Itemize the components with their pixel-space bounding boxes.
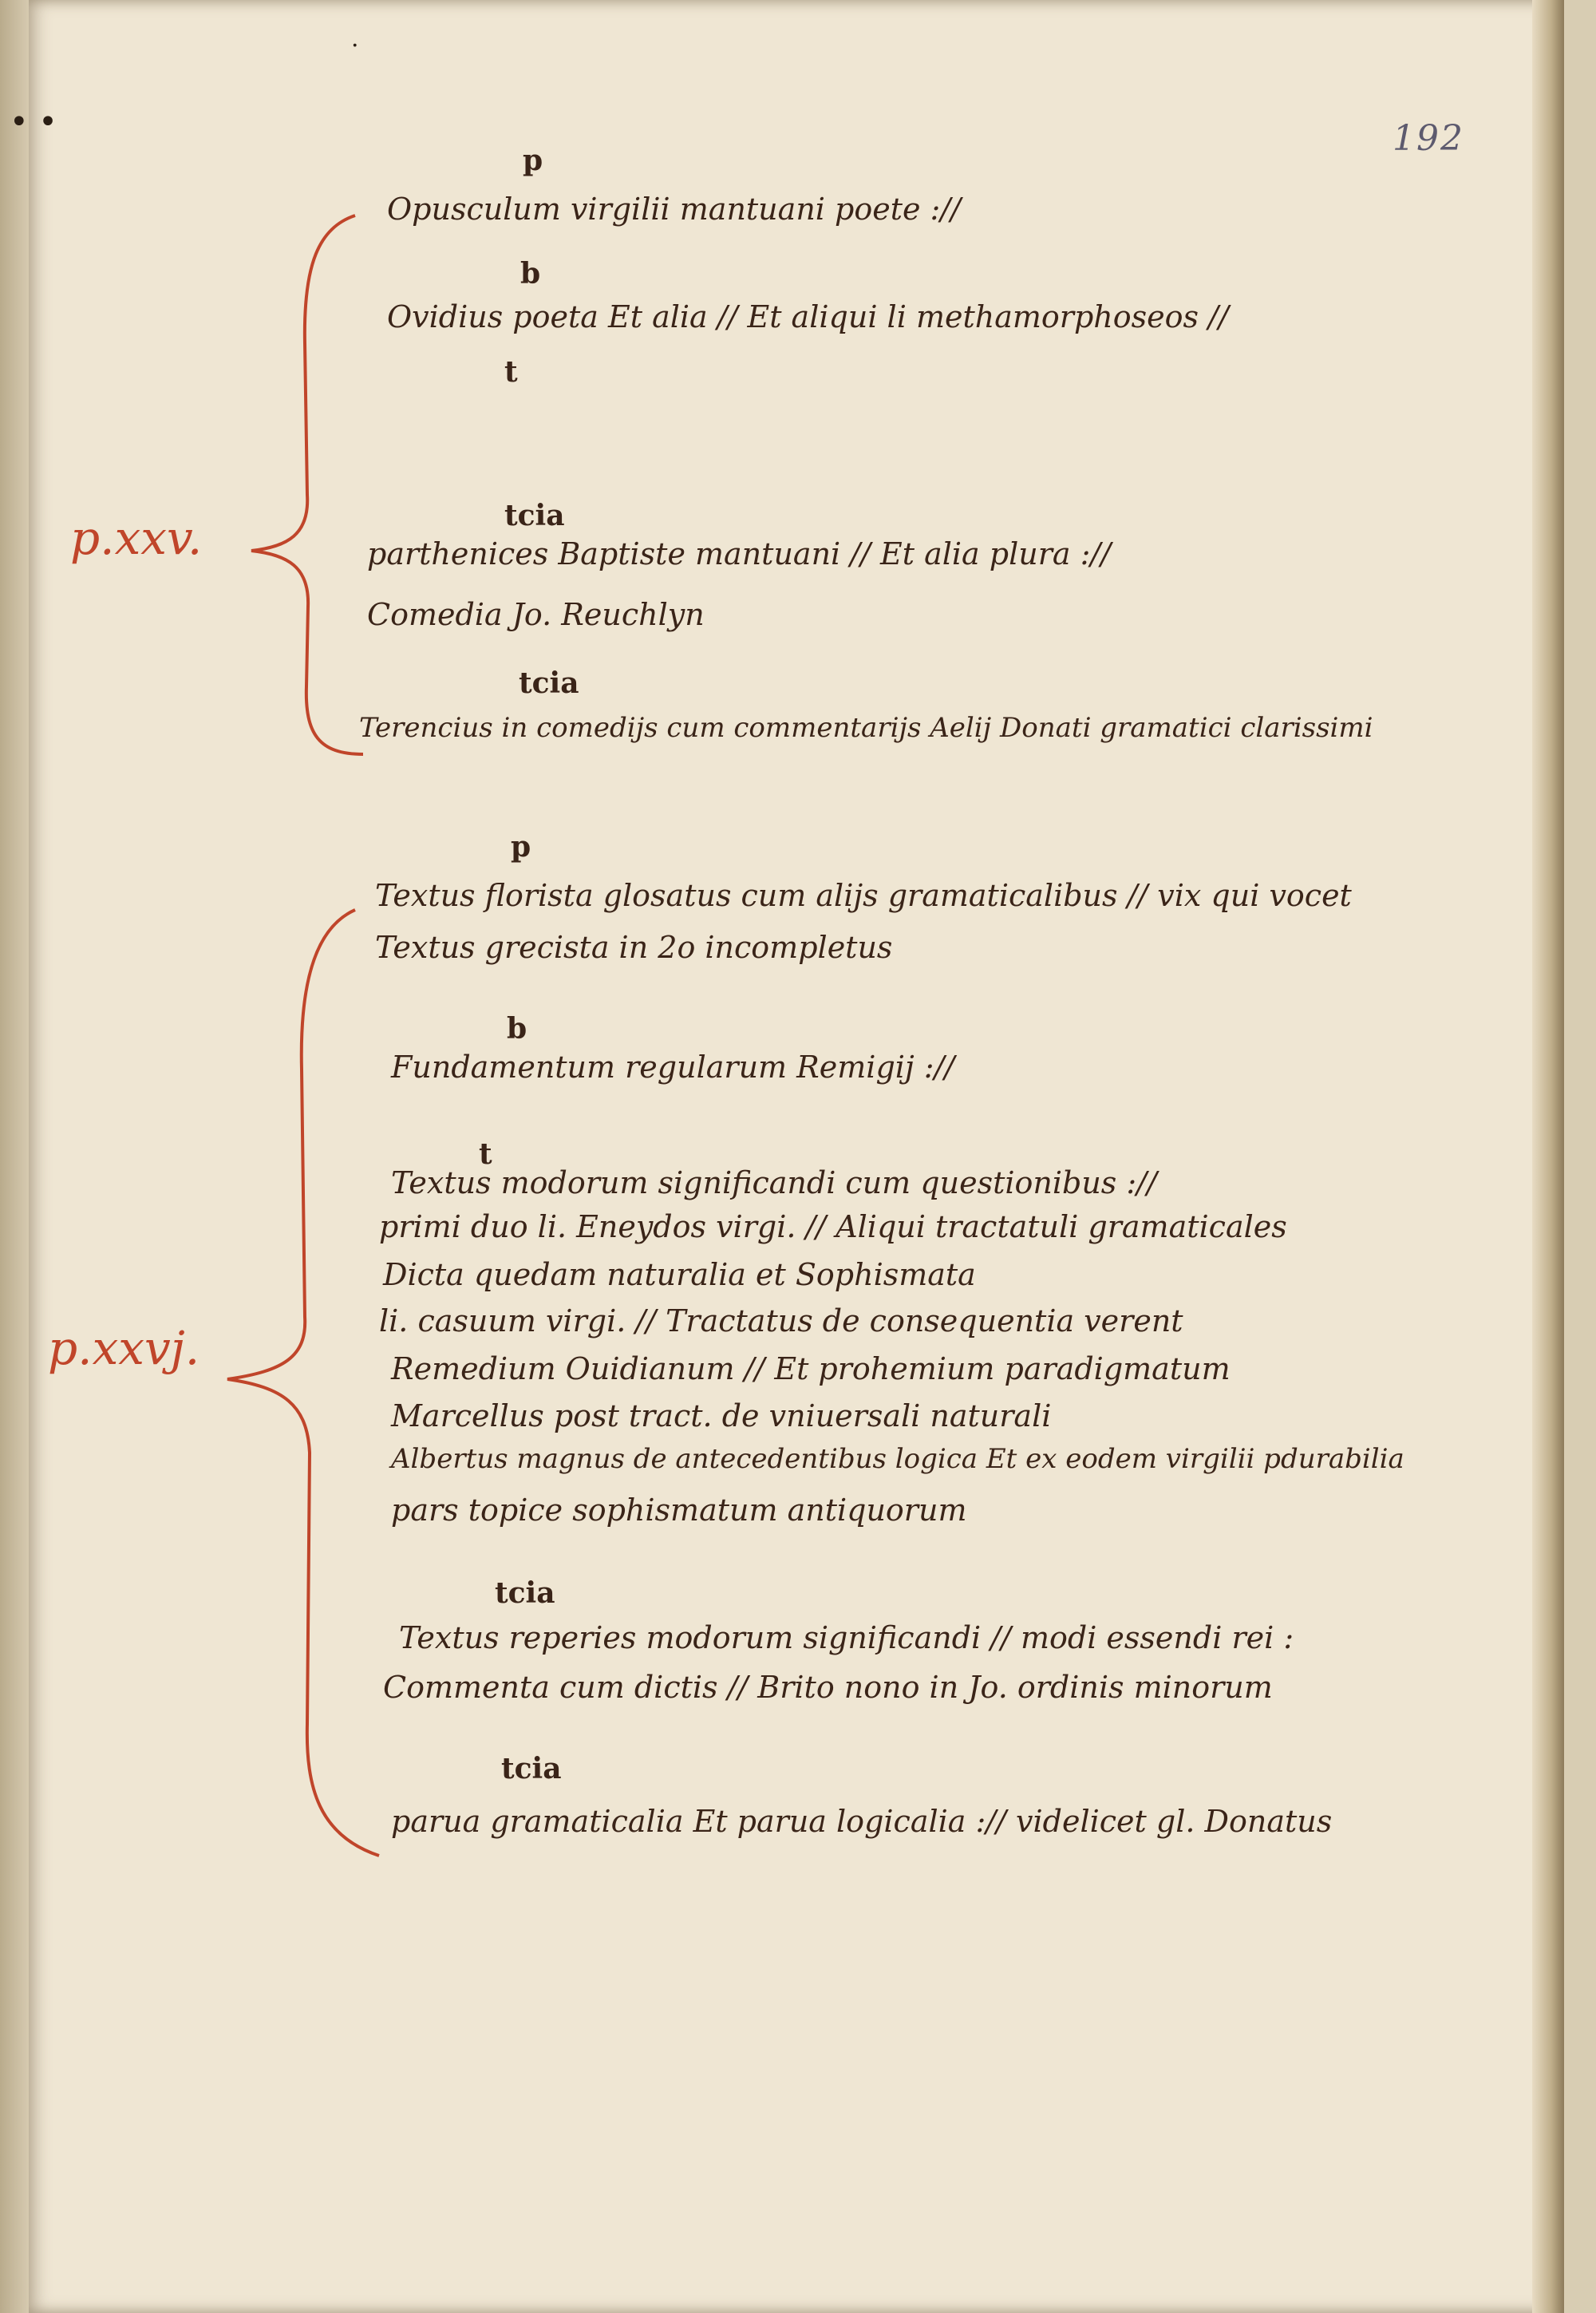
entry-line: Textus reperies modorum significandi // … [399,1620,1294,1655]
section-1-marker: p.xxv. [70,511,203,565]
entry-line: Commenta cum dictis // Brito nono in Jo.… [383,1670,1273,1705]
group-heading: tcia [501,1752,562,1785]
entry-line: Dicta quedam naturalia et Sophismata [383,1257,976,1292]
group-heading: t [504,355,518,389]
manuscript-page [29,0,1564,2313]
entry-line: li. casuum virgi. // Tractatus de conseq… [379,1303,1183,1338]
entry-line: parthenices Baptiste mantuani // Et alia… [367,536,1112,571]
entry-line: parua gramaticalia Et parua logicalia :/… [391,1804,1333,1839]
page-edge [1532,0,1564,2313]
group-heading: tcia [519,666,579,700]
group-heading: b [507,1012,527,1046]
entry-line: primi duo li. Eneydos virgi. // Aliqui t… [379,1209,1287,1244]
entry-line: Terencius in comedijs cum commentarijs A… [359,712,1373,744]
ink-dot: · [351,32,359,60]
entry-line: Remedium Ouidianum // Et prohemium parad… [391,1351,1231,1386]
entry-line: Marcellus post tract. de vniuersali natu… [391,1398,1052,1433]
entry-line: Albertus magnus de antecedentibus logica… [391,1443,1404,1475]
entry-line: Textus grecista in 2o incompletus [375,930,893,965]
entry-line: Textus modorum significandi cum question… [391,1165,1157,1200]
group-heading: tcia [504,499,565,532]
group-heading: tcia [495,1576,555,1610]
entry-line: Opusculum virgilii mantuani poete :// [387,192,961,227]
folio-number: 192 [1393,118,1464,159]
entry-line: Fundamentum regularum Remigij :// [391,1050,955,1085]
group-heading: t [479,1137,492,1171]
brace-section-2 [227,908,380,1857]
entry-line: Ovidius poeta Et alia // Et aliqui li me… [387,299,1229,334]
ink-dot: • • [10,104,57,140]
section-2-marker: p.xxvj. [48,1321,200,1375]
group-heading: p [511,830,531,864]
entry-line: Textus florista glosatus cum alijs grama… [375,878,1352,913]
group-heading: p [523,144,543,177]
brace-section-1 [251,214,364,756]
entry-line: pars topice sophismatum antiquorum [391,1493,967,1528]
group-heading: b [520,257,541,291]
entry-line: Comedia Jo. Reuchlyn [367,597,705,632]
binding-gutter [0,0,29,2313]
